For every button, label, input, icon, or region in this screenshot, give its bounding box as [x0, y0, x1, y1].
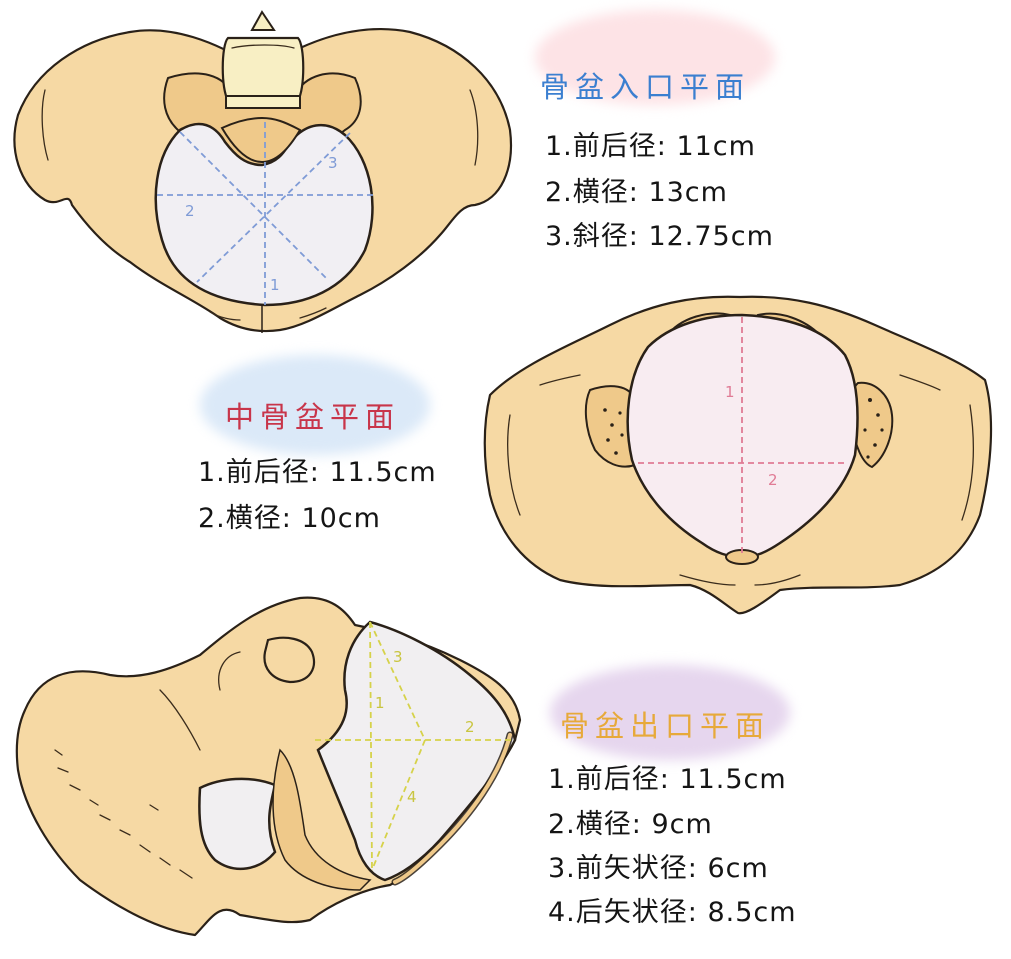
- obturator-foramen: [198, 777, 277, 871]
- outlet-title-highlight: [550, 665, 790, 760]
- svg-text:2: 2: [768, 471, 778, 489]
- inlet-item-1: 1.前后径: 11cm: [545, 131, 756, 162]
- inlet-title-highlight: [535, 10, 775, 105]
- outlet-item-2: 2.横径: 9cm: [548, 809, 713, 840]
- midplane-title-highlight: [200, 355, 430, 455]
- svg-text:1: 1: [725, 383, 735, 401]
- pelvis-top-view-illustration: 1 2: [483, 295, 993, 615]
- pelvic-inlet-diagram: 1 2 3: [0, 0, 520, 340]
- svg-text:1: 1: [270, 276, 280, 294]
- outlet-item-1: 1.前后径: 11.5cm: [548, 764, 787, 795]
- svg-text:2: 2: [465, 718, 475, 736]
- midplane-item-2: 2.横径: 10cm: [198, 503, 381, 534]
- midplane-diagram: 1 2: [480, 285, 1000, 615]
- pelvis-side-view-illustration: 1 2 3 4: [15, 596, 522, 937]
- midplane-item-1: 1.前后径: 11.5cm: [198, 457, 437, 488]
- inlet-item-2: 2.横径: 13cm: [545, 177, 728, 208]
- outlet-title: 骨盆出口平面: [560, 709, 771, 743]
- svg-text:3: 3: [328, 154, 338, 172]
- inlet-item-3: 3.斜径: 12.75cm: [545, 221, 774, 252]
- svg-text:2: 2: [185, 202, 195, 220]
- svg-text:3: 3: [393, 648, 403, 666]
- outlet-item-3: 3.前矢状径: 6cm: [548, 853, 769, 884]
- outlet-diagram: 1 2 3 4: [0, 590, 530, 950]
- outlet-cavity: [316, 620, 517, 882]
- outlet-item-4: 4.后矢状径: 8.5cm: [548, 897, 797, 928]
- midplane-title: 中骨盆平面: [225, 400, 401, 434]
- pelvis-front-illustration: 1 2 3: [13, 10, 513, 333]
- inlet-title: 骨盆入口平面: [540, 70, 751, 104]
- svg-text:4: 4: [407, 788, 417, 806]
- svg-text:1: 1: [375, 694, 385, 712]
